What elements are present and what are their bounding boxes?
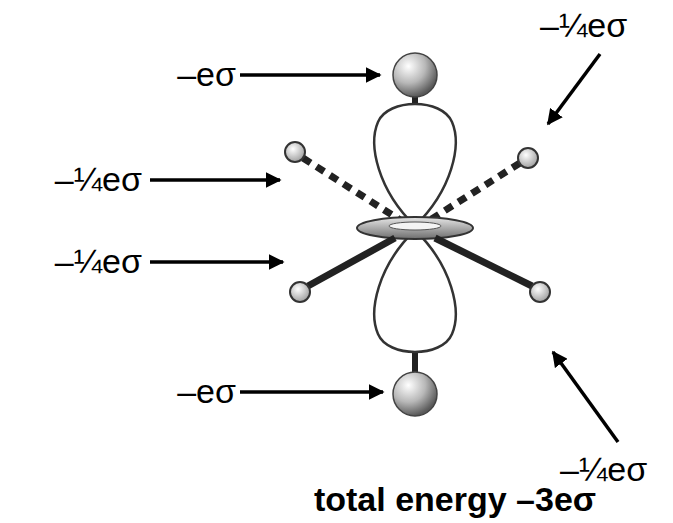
orbital-lobe xyxy=(374,104,455,226)
front-bonds xyxy=(308,238,532,286)
orbital-torus xyxy=(357,217,473,239)
energy-label: –eσ xyxy=(177,373,236,410)
caption: total energy –3eσ xyxy=(314,481,596,518)
torus-hole xyxy=(389,222,441,230)
energy-label: –¼eσ xyxy=(540,7,627,44)
energy-label: –eσ xyxy=(177,56,236,93)
leader-arrows xyxy=(150,54,618,442)
energy-label: –¼eσ xyxy=(55,161,142,198)
energy-label: –¼eσ xyxy=(55,243,142,280)
axial-ligand xyxy=(393,53,437,97)
ligand-ball xyxy=(285,142,305,162)
ligand-ball xyxy=(530,282,550,302)
ligand-ball xyxy=(518,148,538,168)
orbital-lobe xyxy=(374,230,455,352)
axial-ligand xyxy=(393,372,437,416)
ligand-ball xyxy=(290,282,310,302)
